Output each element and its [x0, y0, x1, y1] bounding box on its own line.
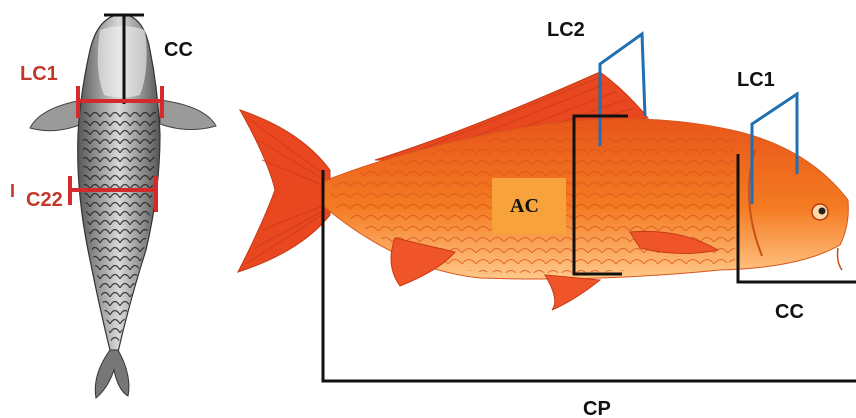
left-pectoral-fin [30, 100, 82, 131]
koi-head-patch [98, 26, 147, 98]
side-label-ac: AC [510, 195, 539, 217]
side-label-lc2: LC2 [547, 19, 585, 41]
top-label-lc22-prefix: I [10, 181, 15, 201]
top-label-lc1: LC1 [20, 63, 58, 85]
koi-tail [95, 350, 129, 398]
right-pectoral-fin [160, 100, 216, 130]
koi-scale-area [83, 110, 156, 345]
top-label-cc: CC [164, 39, 193, 61]
side-label-cc: CC [775, 301, 804, 323]
side-label-lc1: LC1 [737, 69, 775, 91]
pelvic-fin [545, 275, 600, 310]
barbel [838, 248, 843, 270]
fish-pupil [819, 208, 826, 215]
top-label-lc22: C22 [26, 189, 63, 211]
caudal-fin [238, 110, 330, 272]
side-label-cp: CP [583, 398, 611, 418]
